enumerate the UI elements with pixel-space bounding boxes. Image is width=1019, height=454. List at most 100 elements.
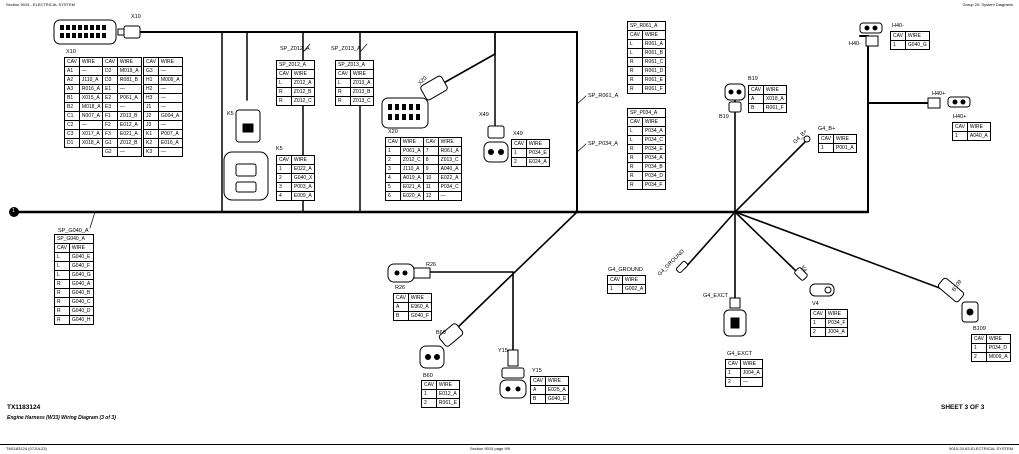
k5-table-label: K5 bbox=[276, 146, 283, 152]
table-cell: R bbox=[54, 315, 70, 325]
table-cell: — bbox=[116, 147, 142, 157]
table-cell: F3 bbox=[102, 129, 118, 139]
table-cell: 1 bbox=[607, 284, 623, 294]
table-header-cell: WIRE bbox=[68, 243, 94, 253]
table-cell: L bbox=[627, 39, 643, 49]
table-header-cell: CAV bbox=[971, 334, 987, 344]
diagram-id: TX1183124 bbox=[7, 404, 41, 411]
table-cell: X017_A bbox=[78, 129, 104, 139]
h40-plus-connector-icon bbox=[927, 96, 971, 109]
table-cell: 8 bbox=[422, 155, 439, 165]
table-cell: Z013_A bbox=[349, 78, 374, 88]
table-cell: 3 bbox=[276, 182, 292, 192]
table-header-cell: WIRE bbox=[407, 293, 433, 303]
table-cell: Z012_C bbox=[399, 155, 424, 165]
table-header-cell: CAV bbox=[102, 57, 118, 67]
table-cell: L bbox=[276, 78, 292, 88]
table-cell: 11 bbox=[422, 182, 439, 192]
table-header-cell: WIRE bbox=[399, 137, 424, 147]
table-cell: 1 bbox=[725, 368, 741, 378]
table-row: E1— bbox=[102, 84, 142, 94]
table-cell: L bbox=[627, 126, 643, 136]
table-cell: R bbox=[276, 96, 292, 106]
table-cell: F1 bbox=[102, 111, 118, 121]
table-cell: P061_A bbox=[116, 93, 142, 103]
table-cell: R bbox=[627, 75, 643, 85]
x20-table-label: X20 bbox=[388, 129, 398, 135]
table-header-cell: WIRE bbox=[116, 57, 142, 67]
table-cell: — bbox=[78, 66, 104, 76]
table-header-cell: WIRE bbox=[349, 69, 374, 79]
table-header-cell: CAV bbox=[143, 57, 159, 67]
table-header-cell: WIRE bbox=[621, 275, 647, 285]
sp-g040-label: SP_G040_A bbox=[58, 228, 89, 234]
table-cell: R061_A bbox=[641, 39, 667, 49]
x10-table-label: X10 bbox=[66, 49, 76, 55]
g4exct-connector-icon bbox=[723, 297, 747, 337]
table-cell: P034_D bbox=[985, 343, 1011, 353]
table-cell: E020_A bbox=[399, 191, 424, 201]
table-cell: — bbox=[157, 66, 183, 76]
table-cell: P003_A bbox=[290, 182, 316, 192]
sheet-number: SHEET 3 OF 3 bbox=[941, 404, 985, 411]
table-cell: — bbox=[157, 102, 183, 112]
table-cell: Z013_C bbox=[349, 96, 374, 106]
table-cell: P034_F bbox=[641, 180, 667, 190]
h40-minus-side-label: H40- bbox=[849, 41, 861, 47]
table-header-cell: WIRE bbox=[437, 137, 462, 147]
table-cell: J110_A bbox=[399, 164, 424, 174]
y15-label: Y15 bbox=[498, 348, 508, 354]
table-header-cell: CAV bbox=[810, 309, 826, 319]
table-cell: L bbox=[335, 78, 351, 88]
table-cell: B bbox=[748, 103, 764, 113]
table-cell: P007_A bbox=[157, 129, 183, 139]
g4exct-table-label: G4_EXCT bbox=[727, 351, 753, 357]
table-cell: M018_A bbox=[78, 102, 104, 112]
table-cell: 6 bbox=[385, 191, 401, 201]
table-header-cell: WIRE bbox=[904, 31, 930, 41]
table-cell: M009_A bbox=[157, 75, 183, 85]
table-cell: E021_A bbox=[399, 182, 424, 192]
table-cell: L bbox=[627, 135, 643, 145]
x49-connector-icon bbox=[483, 125, 509, 163]
table-cell: R bbox=[54, 279, 70, 289]
table-cell: 2 bbox=[725, 377, 741, 387]
table-cell: 1 bbox=[890, 40, 906, 50]
table-title: SP_Z012_A bbox=[276, 60, 315, 70]
sp-p034-label: SP_P034_A bbox=[588, 141, 618, 147]
